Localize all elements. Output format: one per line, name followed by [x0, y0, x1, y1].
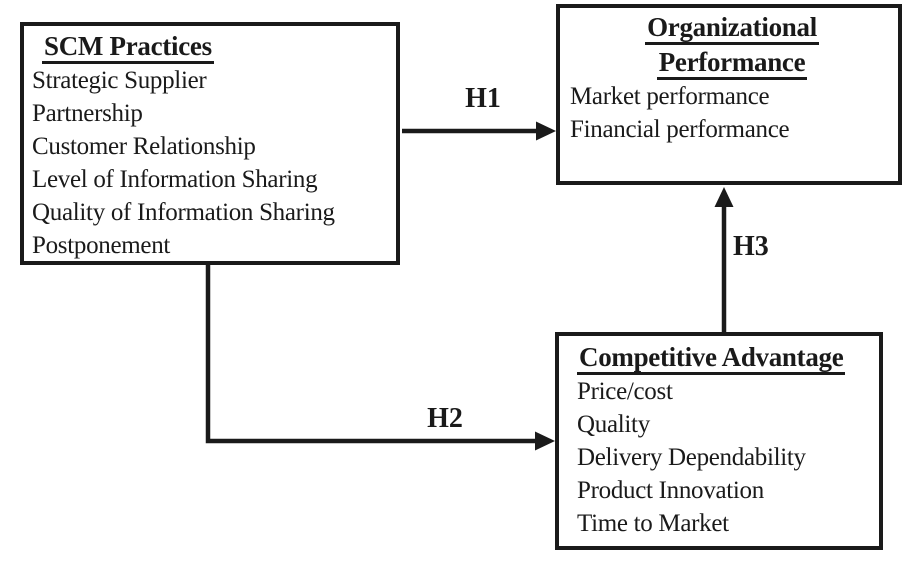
list-item: Financial performance	[570, 116, 790, 143]
list-item: Customer Relationship	[32, 133, 256, 160]
list-item: Postponement	[32, 232, 171, 259]
list-item: Market performance	[570, 83, 770, 110]
list-item: Strategic Supplier	[32, 67, 207, 94]
list-item: Delivery Dependability	[577, 444, 806, 471]
scm-practices-title-text: SCM Practices	[42, 31, 214, 64]
list-item: Quality of Information Sharing	[32, 199, 335, 226]
organizational-performance-title-line-1: Organizational	[570, 10, 894, 45]
h1-arrow	[402, 121, 556, 141]
organizational-performance-title-line-2: Performance	[570, 45, 894, 80]
list-item: Level of Information Sharing	[32, 166, 318, 193]
competitive-advantage-title-text: Competitive Advantage	[577, 342, 846, 375]
list-item: Product Innovation	[577, 477, 764, 504]
scm-practices-title: SCM Practices	[42, 29, 392, 64]
box-scm-practices: SCM Practices Strategic Supplier Partner…	[20, 22, 400, 265]
h3-arrow	[714, 187, 734, 332]
list-item: Price/cost	[577, 378, 673, 405]
list-item: Time to Market	[577, 510, 729, 537]
box-competitive-advantage: Competitive Advantage Price/cost Quality…	[555, 332, 883, 550]
h1-label: H1	[465, 83, 501, 114]
h3-label: H3	[733, 231, 769, 262]
competitive-advantage-title: Competitive Advantage	[577, 340, 875, 375]
list-item: Partnership	[32, 100, 143, 127]
organizational-performance-title-text-2: Performance	[656, 47, 808, 80]
h2-label: H2	[427, 403, 463, 434]
list-item: Quality	[577, 411, 650, 438]
organizational-performance-title-text-1: Organizational	[645, 12, 819, 45]
box-organizational-performance: Organizational Performance Market perfor…	[556, 4, 902, 185]
h2-arrow	[205, 263, 555, 451]
